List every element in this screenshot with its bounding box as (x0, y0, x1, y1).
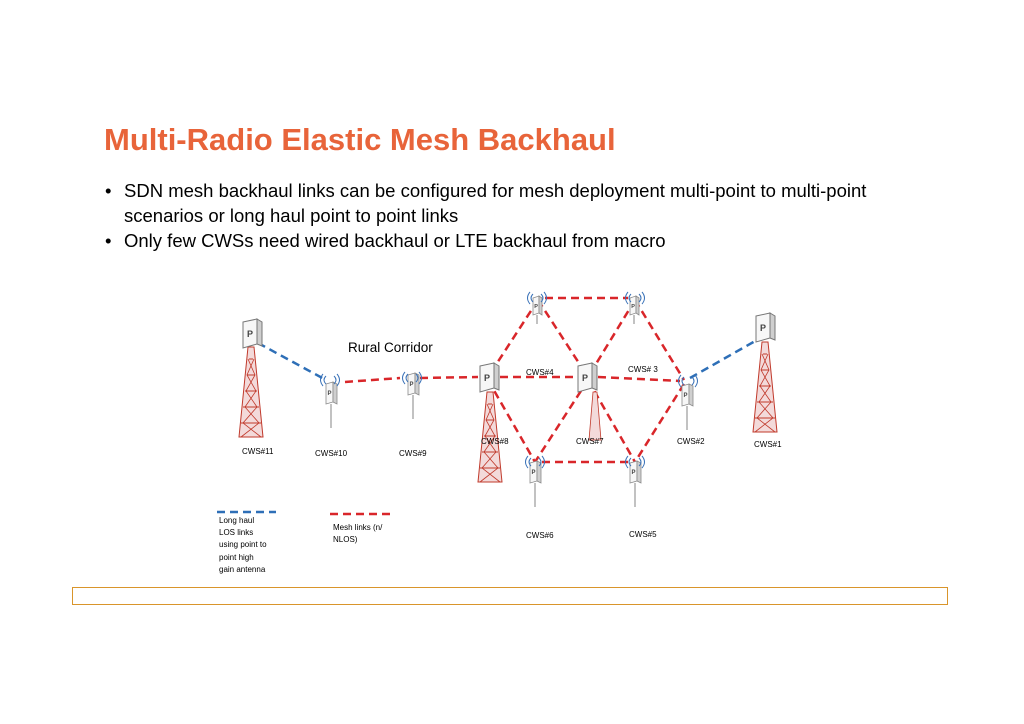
node-label-cws9: CWS#9 (399, 449, 427, 458)
mesh-link (344, 376, 401, 384)
legend-long-haul-text: Long haul LOS links using point to point… (219, 516, 269, 574)
mesh-links (344, 296, 686, 464)
ap-cws7 (577, 362, 598, 393)
node-label-cws6: CWS#6 (526, 531, 554, 540)
node-label-cws7: CWS#7 (576, 437, 604, 446)
tower-cws11 (238, 318, 264, 438)
ap-cws8 (477, 362, 503, 483)
node-label-cws4: CWS#4 (526, 368, 554, 377)
ap-cws10 (320, 373, 340, 429)
node-label-cws5: CWS#5 (629, 530, 657, 539)
ap-cws5 (625, 455, 645, 508)
bullet-list: SDN mesh backhaul links can be configure… (104, 178, 924, 253)
mesh-link (536, 299, 590, 378)
ap-cws3 (625, 291, 645, 325)
ap-cws6 (525, 455, 545, 508)
legend: Long haul LOS links using point to point… (217, 510, 390, 574)
node-label-cws2: CWS#2 (677, 437, 705, 446)
node-label-cws3: CWS# 3 (628, 365, 658, 374)
legend-mesh-text: Mesh links (n/ NLOS) (333, 523, 385, 544)
node-label-cws11: CWS#11 (242, 447, 274, 456)
mesh-link (586, 299, 637, 378)
mesh-link (486, 379, 537, 463)
bullet-item: Only few CWSs need wired backhaul or LTE… (104, 228, 924, 253)
footer-bar (72, 587, 948, 605)
bullet-item: SDN mesh backhaul links can be configure… (104, 178, 924, 228)
node-label-cws10: CWS#10 (315, 449, 348, 458)
mesh-link (633, 299, 686, 381)
mesh-link (533, 379, 590, 463)
mesh-link (486, 299, 540, 378)
long-haul-link (689, 338, 758, 380)
long-haul-link (257, 341, 327, 382)
mesh-link (597, 375, 681, 383)
corridor-label: Rural Corridor (348, 340, 433, 355)
node-label-cws1: CWS#1 (754, 440, 782, 449)
ap-cws9 (402, 371, 422, 420)
slide-title: Multi-Radio Elastic Mesh Backhaul (104, 122, 616, 157)
ap-cws2 (678, 374, 698, 431)
tower-small (588, 391, 602, 441)
node-label-cws8: CWS#8 (481, 437, 509, 446)
mesh-link (633, 383, 686, 463)
tower-cws1 (752, 312, 778, 433)
mesh-link (419, 375, 479, 380)
ap-cws4 (527, 291, 547, 325)
